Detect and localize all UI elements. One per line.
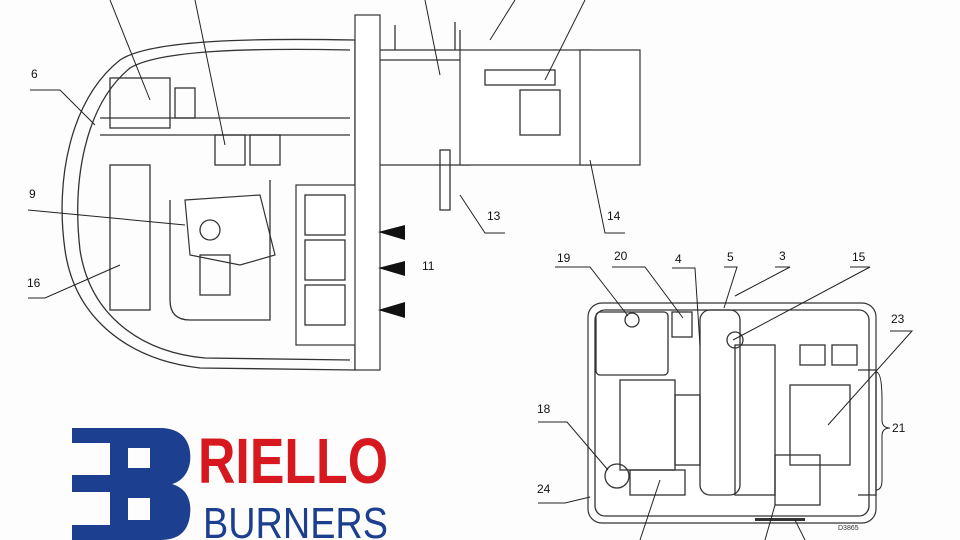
riello-logo: RIELLO BURNERS (72, 425, 388, 540)
arrow-icon (378, 261, 405, 276)
callout-5: 5 (727, 250, 734, 264)
callout-4: 4 (675, 252, 682, 266)
drawing-code: D3865 (838, 525, 859, 532)
callout-6: 6 (31, 67, 38, 81)
callout-9: 9 (29, 187, 36, 201)
arrow-icon (378, 225, 405, 240)
side-view-drawing (61, 14, 641, 371)
logo-burners-text: BURNERS (203, 499, 388, 540)
callout-21: 21 (892, 421, 906, 435)
callout-3: 3 (779, 249, 786, 263)
callout-23: 23 (891, 312, 905, 326)
callout-24: 24 (537, 482, 551, 496)
callout-13: 13 (487, 209, 501, 223)
callout-14: 14 (607, 209, 621, 223)
arrow-icon (378, 302, 405, 318)
front-view-leaders (538, 266, 914, 540)
callout-20: 20 (614, 249, 628, 263)
callout-11: 11 (422, 259, 435, 273)
callout-16: 16 (27, 276, 41, 290)
side-view-leaders (27, 0, 625, 299)
callout-19: 19 (557, 251, 571, 265)
callout-18: 18 (537, 402, 551, 416)
front-view-drawing (587, 302, 877, 524)
callout-15: 15 (852, 250, 866, 264)
logo-b-mark (72, 428, 191, 540)
logo-riello-text: RIELLO (198, 425, 388, 497)
